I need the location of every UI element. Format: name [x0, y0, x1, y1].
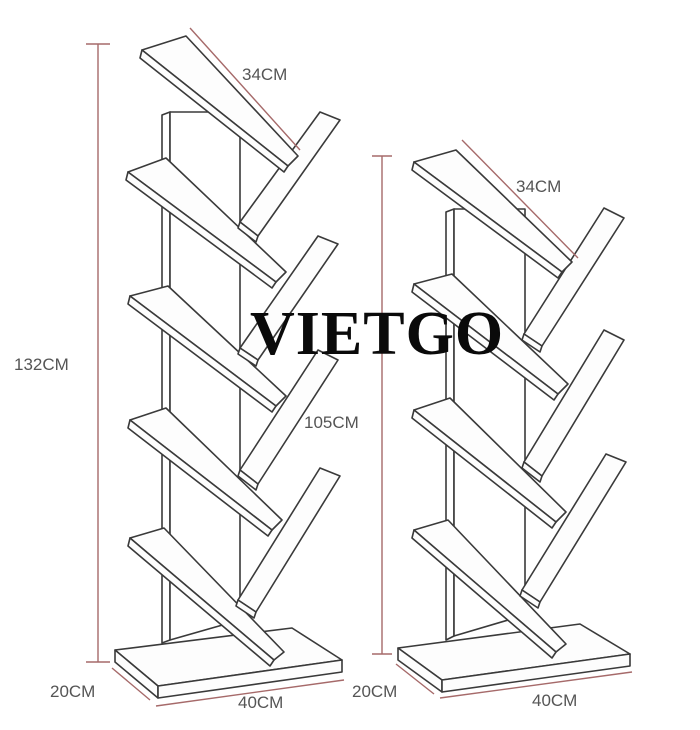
small-base-depth-line — [395, 663, 435, 695]
small-shelf-tier-3 — [411, 207, 625, 401]
large-base-depth-label: 20CM — [50, 682, 95, 701]
large-depth-line — [189, 27, 301, 151]
large-base-depth-line — [111, 667, 151, 701]
small-base-width-label: 40CM — [532, 691, 577, 710]
large-shelf-tier-3 — [127, 235, 339, 413]
large-base-width-label: 40CM — [238, 693, 283, 712]
small-base-depth-label: 20CM — [352, 682, 397, 701]
vietgo-watermark: VIETGO — [250, 300, 504, 368]
small-shelf-base — [397, 623, 631, 693]
large-shelf-tier-5 — [139, 35, 299, 173]
small-shelf-dimensions — [372, 139, 633, 699]
small-shelf-tier-2 — [411, 329, 625, 529]
large-shelf-depth-label: 34CM — [242, 65, 287, 84]
large-shelf-tier-1 — [127, 467, 341, 667]
large-shelf-tier-4 — [125, 111, 341, 289]
small-shelf-tier-4 — [411, 149, 573, 279]
small-shelf-depth-label: 34CM — [516, 177, 561, 196]
large-shelf-base — [114, 627, 343, 699]
small-depth-line — [461, 139, 579, 259]
small-shelf-tier-1 — [411, 453, 627, 659]
small-tree-bookshelf — [397, 149, 631, 693]
large-base-width-line — [155, 679, 345, 707]
small-base-width-line — [439, 671, 633, 699]
large-shelf-tier-2 — [127, 349, 339, 537]
small-height-label: 105CM — [304, 413, 359, 432]
large-shelf-dimensions — [86, 27, 345, 707]
large-tree-bookshelf — [114, 35, 343, 699]
large-height-label: 132CM — [14, 355, 69, 374]
